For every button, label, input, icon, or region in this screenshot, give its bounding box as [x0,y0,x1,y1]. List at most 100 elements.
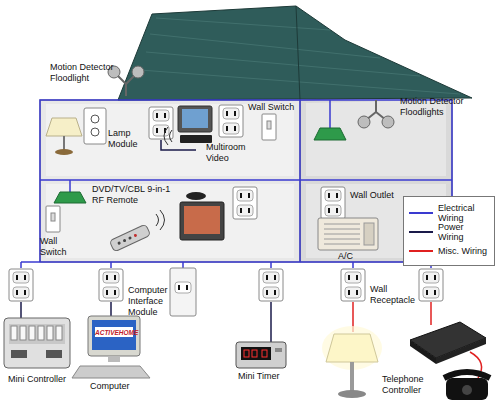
device-label: Motion Detector Floodlight [50,62,118,84]
legend-entry: Electrical Wiring [408,203,490,222]
wall-switch [46,206,60,232]
electrical-wiring [21,100,452,268]
floodlight [358,116,370,128]
lamp [338,390,366,398]
computer-interface-module [170,268,196,316]
lamp [322,326,382,398]
floodlight [366,100,386,120]
electrical-wiring [40,179,452,181]
wall-outlet [99,269,123,301]
device-label: Wall Outlet [350,190,402,201]
rf-remote [123,239,127,243]
wall-outlet [259,269,283,301]
telephone [444,372,490,378]
table-lamp [55,149,73,155]
floodlight [116,74,136,96]
lamp [326,334,378,362]
mini-controller [11,326,17,340]
mini-timer [262,350,267,357]
mini-controller [11,350,27,358]
mini-controller [29,326,35,340]
mini-controller [4,318,70,368]
legend-entry: Misc. Wiring [408,241,490,260]
legend-sample [409,231,433,233]
telephone [446,378,488,400]
screen-text: ACTIVEHOME [95,328,133,338]
wall-outlet [233,187,257,219]
multiroom-video [164,106,212,145]
device-label: A/C [338,251,368,262]
telephone-controller [410,340,436,364]
mini-controller [47,326,53,340]
electrical-wiring [40,100,452,262]
legend-text: Power Wiring [438,222,490,242]
roof [118,6,472,100]
mini-timer [241,347,271,360]
computer-interface-module [186,285,188,290]
house [40,96,452,262]
power-wiring [21,140,271,342]
power-wiring [20,302,22,318]
telephone-controller [410,322,486,364]
multiroom-video [164,127,172,145]
lamp [350,362,354,392]
mini-timer [236,342,286,368]
wall-switch [262,114,276,140]
mini-controller [4,318,70,368]
power-wiring [270,302,272,342]
wall-switch [267,121,271,129]
television [180,192,224,240]
table-lamp [46,118,82,155]
wall-outlet [419,269,443,301]
device-label: DVD/TV/CBL 9-in-1 RF Remote [92,184,178,206]
rf-remote [109,224,150,252]
pendant-lamp [54,192,86,203]
floodlight [382,116,394,128]
roof [140,18,460,94]
wall-switch [46,206,60,232]
rf-remote [109,224,150,252]
computer [108,356,120,362]
air-conditioner [318,218,378,250]
television [186,192,206,200]
wall-switch [262,114,276,140]
computer [72,366,150,378]
television [184,206,220,234]
wall-outlet [321,187,345,219]
air-conditioner [364,223,374,245]
multiroom-video [180,135,212,143]
pendant-lamp [54,192,86,203]
device-label: Wall Switch [40,236,74,258]
misc-wiring [430,302,432,325]
device-label: Lamp Module [108,128,146,150]
air-conditioner [318,218,378,250]
house [46,104,294,176]
device-label: Computer [90,381,150,392]
pendant-lamp [314,128,346,140]
mini-timer [252,350,257,357]
legend-sample [408,228,434,236]
lamp-module [84,108,106,144]
legend-sample [409,250,433,252]
computer-interface-module [178,285,180,290]
wall-outlet [341,269,365,301]
legend-sample [408,209,434,217]
roof [118,6,472,100]
wall-outlet [219,105,243,137]
mini-timer [275,348,282,352]
rf-remote [133,233,137,237]
computer [95,327,133,337]
legend-sample [408,247,434,255]
television [180,202,224,240]
roof [296,6,300,100]
computer [88,316,140,356]
legend-text: Electrical Wiring [438,203,490,223]
lamp-module [91,115,99,123]
computer [72,316,150,378]
computer-interface-module [175,282,191,293]
lamp-module [84,108,106,144]
table-lamp [63,136,65,150]
multiroom-video [182,109,208,128]
mini-controller [38,326,44,340]
